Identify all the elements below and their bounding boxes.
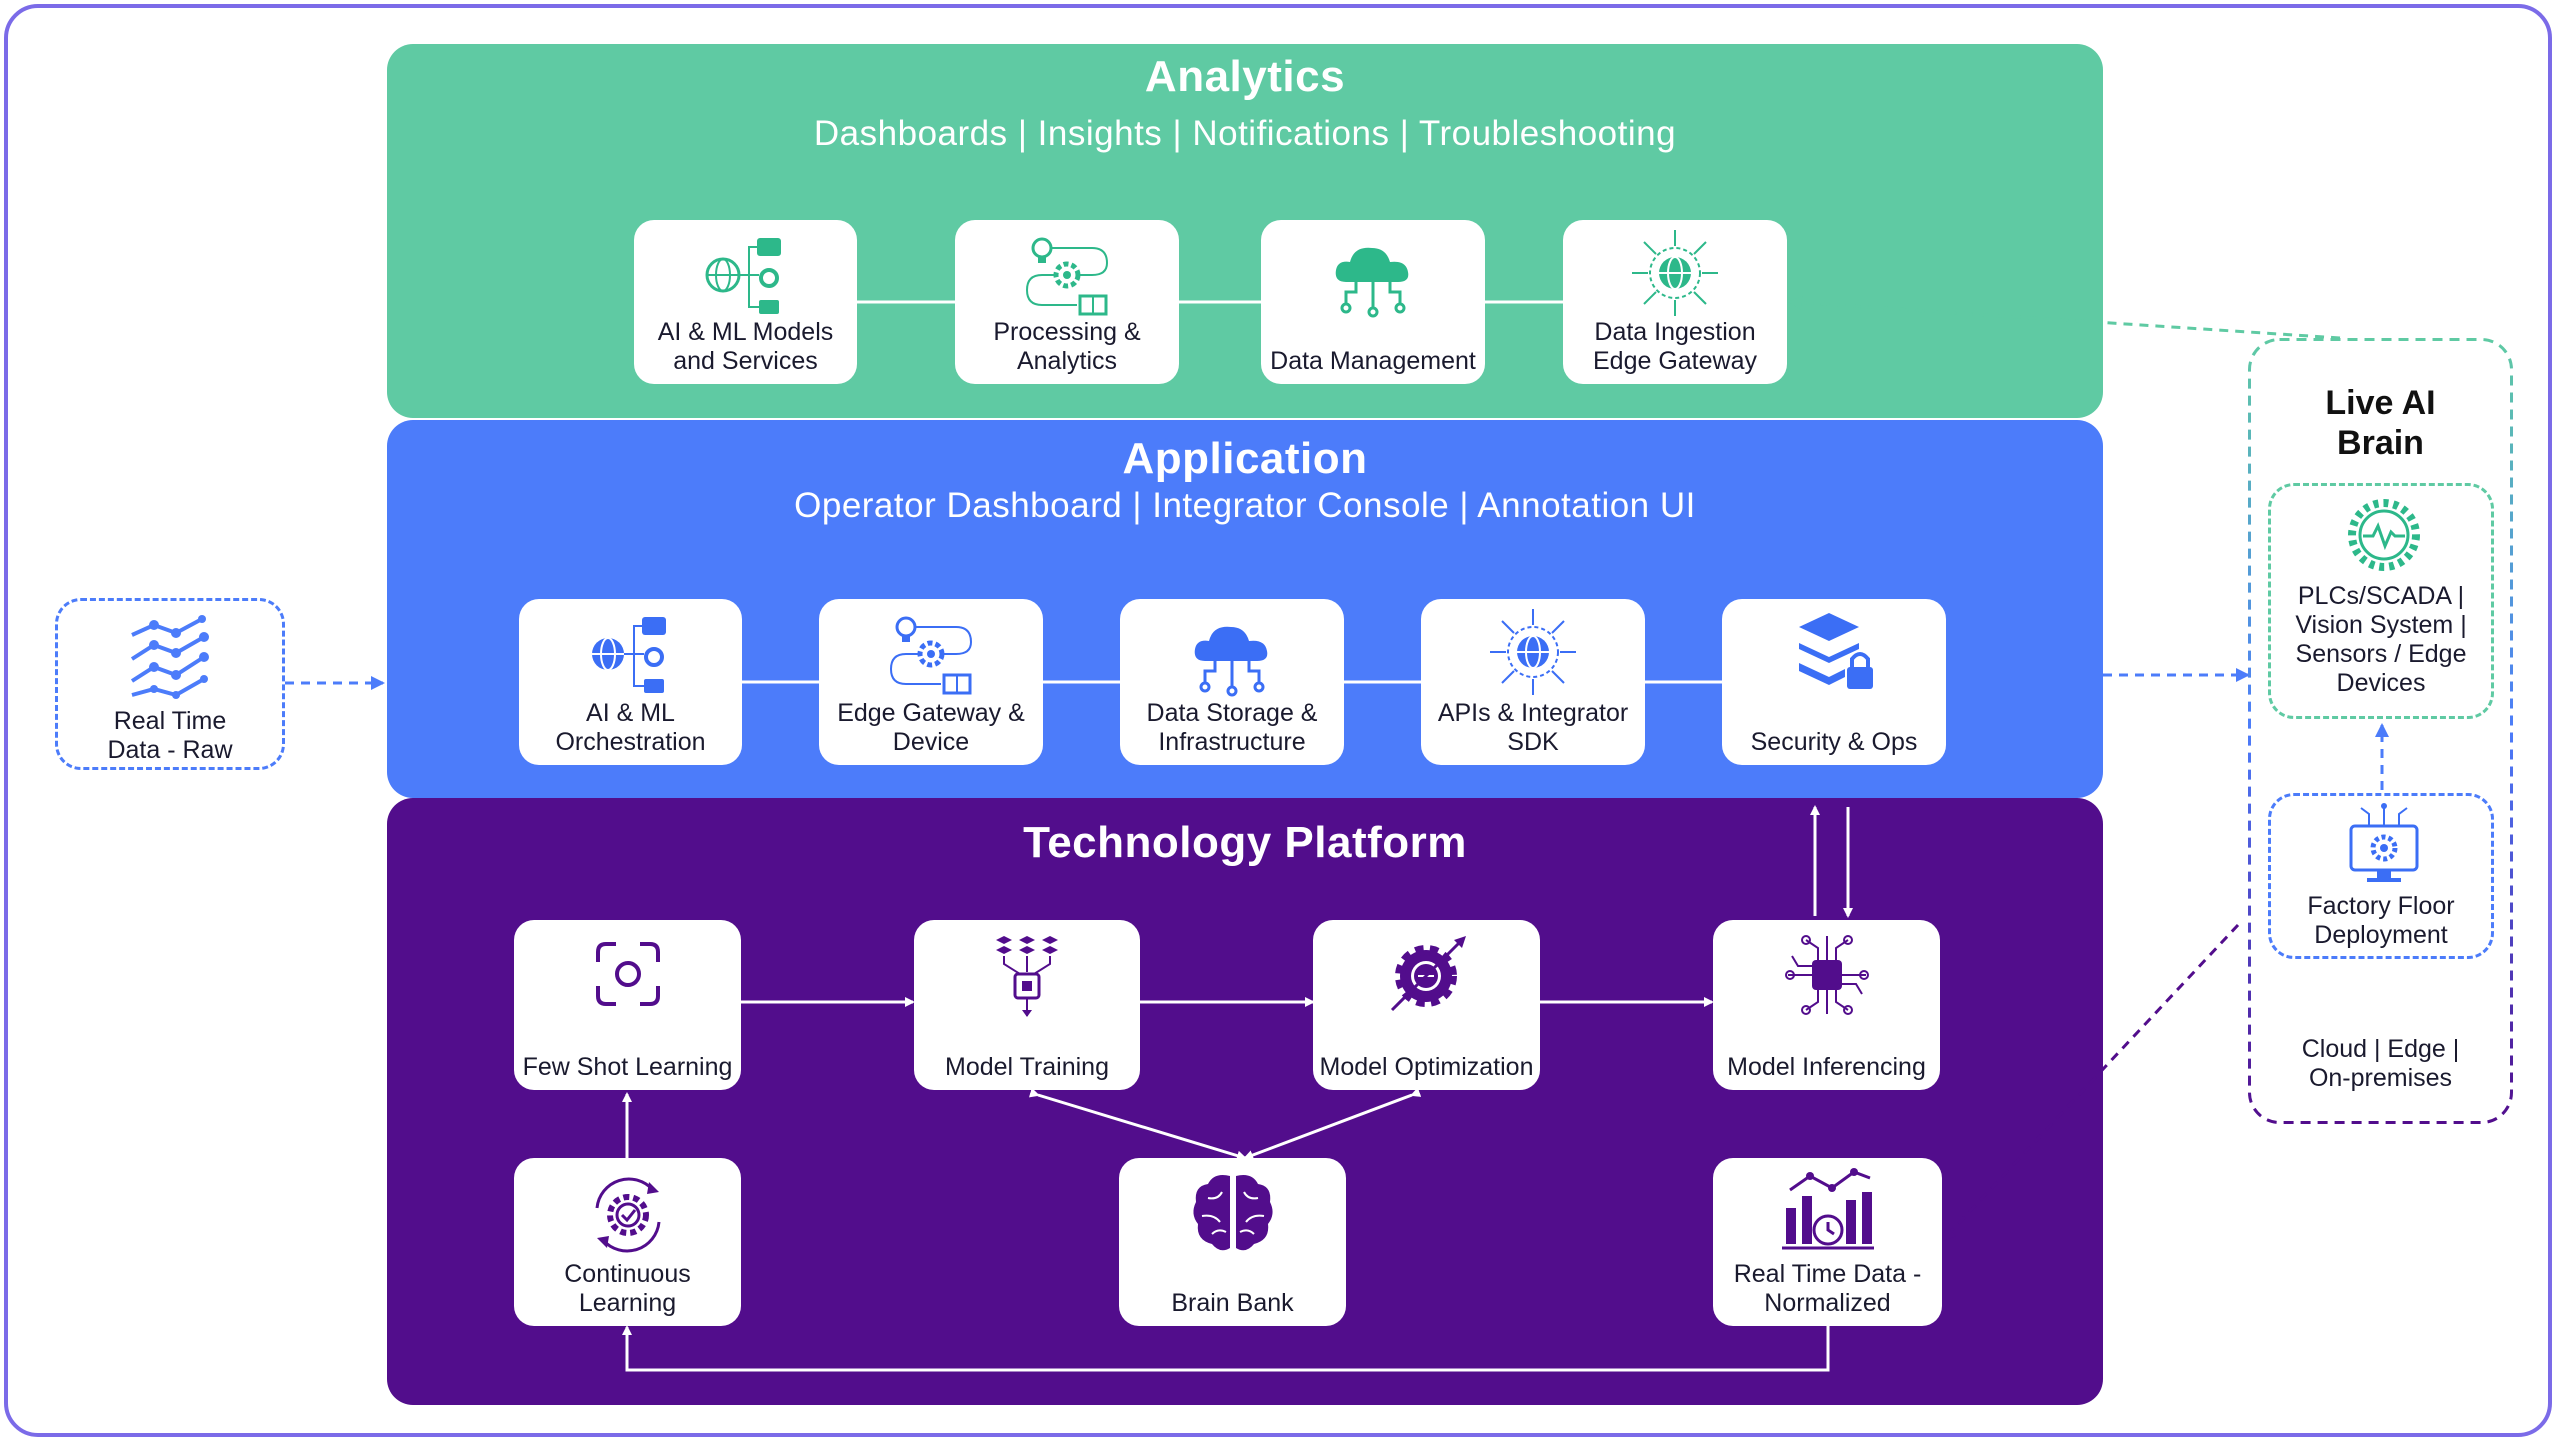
card-brain-bank[interactable]: Brain Bank [1119,1158,1346,1326]
card-data-ingestion[interactable]: Data Ingestion Edge Gateway [1563,220,1787,384]
card-continuous-learning[interactable]: Continuous Learning [514,1158,741,1326]
card-label: Model Training [945,1053,1109,1081]
chip-training-icon [996,936,1058,1017]
card-label: APIs & Integrator SDK [1437,699,1629,756]
card-label: AI & ML Orchestration [555,699,706,756]
live-ai-brain-panel: Live AI Brain PLCs/SCADA | Vision System… [2248,338,2513,1124]
card-security-ops[interactable]: Security & Ops [1722,599,1946,765]
lightbulb-gear-icon [889,616,973,695]
card-label: Model Inferencing [1727,1053,1926,1081]
card-label: Brain Bank [1171,1289,1294,1317]
deployment-box[interactable]: Factory Floor Deployment [2268,793,2494,959]
gear-pulse-icon [2348,499,2420,571]
analytics-title: Analytics [1144,52,1346,101]
card-ai-ml-orchestration[interactable]: AI & ML Orchestration [519,599,742,765]
card-label: Continuous Learning [564,1260,691,1317]
card-ai-ml-models[interactable]: AI & ML Models and Services [634,220,857,384]
card-data-storage[interactable]: Data Storage & Infrastructure [1120,599,1344,765]
card-label: Data Management [1270,347,1476,375]
card-label: Model Optimization [1319,1053,1534,1081]
layers-lock-icon [1799,613,1873,689]
technology-title: Technology Platform [1023,818,1467,867]
card-edge-gateway[interactable]: Edge Gateway & Device [819,599,1043,765]
devices-label: PLCs/SCADA | Vision System | Sensors / E… [2295,582,2467,697]
globe-network-icon [591,617,666,693]
focus-camera-icon [595,942,660,1006]
bar-chart-icon [1781,1168,1874,1250]
cloud-network-icon [1335,247,1409,318]
globe-hub-icon [1490,609,1576,695]
live-ai-brain-title: Live AI Brain [2325,384,2436,462]
card-real-time-normalized[interactable]: Real Time Data - Normalized [1713,1158,1942,1326]
card-processing-analytics[interactable]: Processing & Analytics [955,220,1179,384]
line-chart-icon [130,615,209,699]
card-label: Security & Ops [1750,728,1918,756]
globe-hub-icon [1632,230,1718,316]
outer-frame [4,4,2552,1437]
brain-icon [1192,1175,1273,1251]
monitor-gear-icon [2349,803,2419,882]
card-model-training[interactable]: Model Training [914,920,1140,1090]
cloud-network-icon [1194,626,1268,697]
application-title: Application [1122,434,1368,483]
card-apis-sdk[interactable]: APIs & Integrator SDK [1421,599,1645,765]
card-model-inferencing[interactable]: Model Inferencing [1713,920,1940,1090]
card-label: Data Ingestion Edge Gateway [1593,318,1757,375]
environments-label: Cloud | Edge | On-premises [2301,1035,2460,1092]
real-time-raw-label: Real Time Data - Raw [107,707,233,764]
card-label: Processing & Analytics [993,318,1141,375]
analytics-subtitle: Dashboards | Insights | Notifications | … [813,114,1677,153]
card-label: Few Shot Learning [522,1053,733,1081]
card-data-management[interactable]: Data Management [1261,220,1485,384]
card-label: Data Storage & Infrastructure [1146,699,1318,756]
card-few-shot-learning[interactable]: Few Shot Learning [514,920,741,1090]
application-subtitle: Operator Dashboard | Integrator Console … [794,486,1696,525]
gear-gauge-icon [1390,936,1466,1012]
card-label: Edge Gateway & Device [837,699,1025,756]
devices-box[interactable]: PLCs/SCADA | Vision System | Sensors / E… [2268,483,2494,719]
neural-chip-icon [1784,935,1869,1015]
real-time-raw-box[interactable]: Real Time Data - Raw [55,598,285,770]
deployment-label: Factory Floor Deployment [2307,892,2455,949]
card-label: Real Time Data - Normalized [1733,1260,1922,1317]
card-model-optimization[interactable]: Model Optimization [1313,920,1540,1090]
card-label: AI & ML Models and Services [657,318,834,375]
lightbulb-gear-icon [1025,237,1109,316]
globe-network-icon [705,238,781,314]
cycle-gear-icon [595,1177,660,1253]
